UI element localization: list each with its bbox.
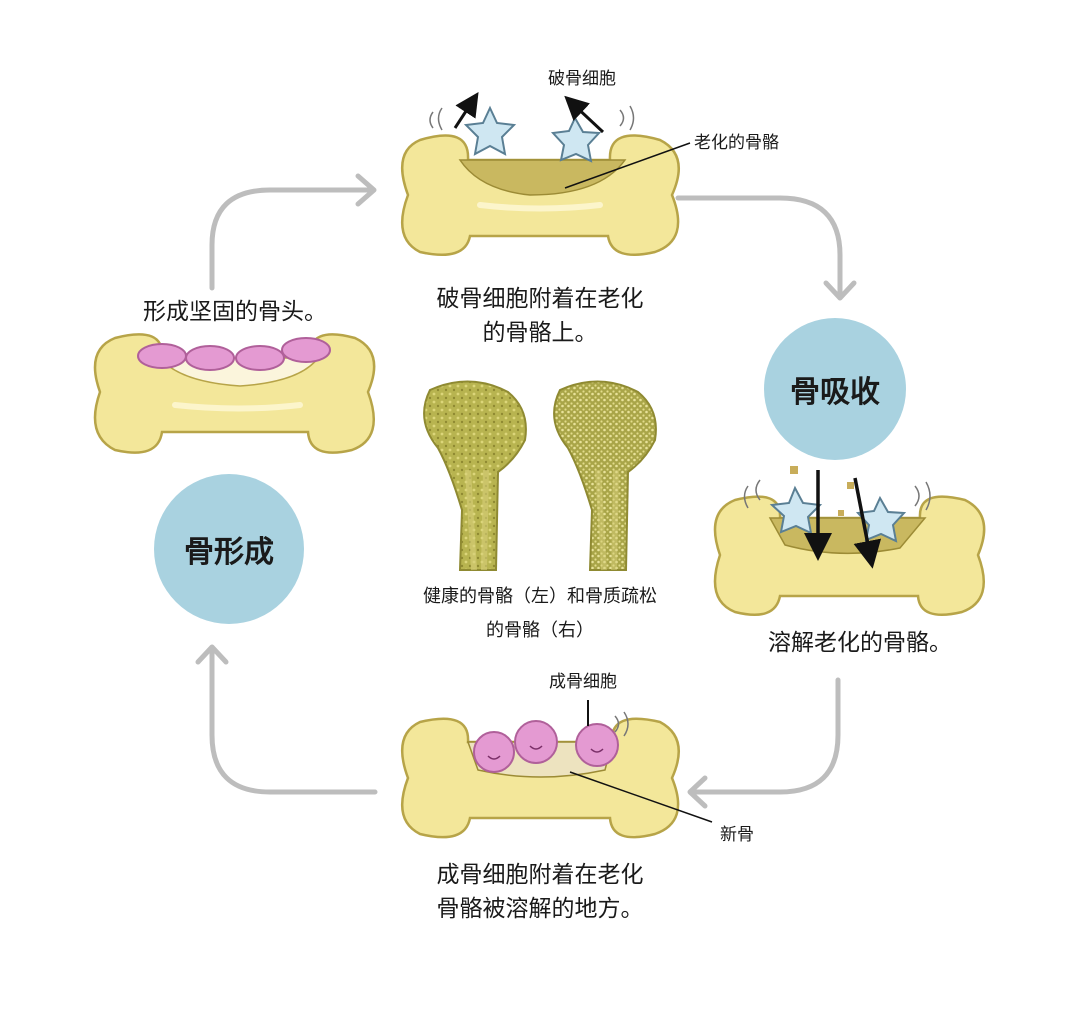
bone-left <box>93 333 376 454</box>
bone-formation-circle: 骨形成 <box>154 474 304 624</box>
step-dissolve-caption: 溶解老化的骨骼。 <box>768 630 952 656</box>
new-bone-label: 新骨 <box>720 825 754 845</box>
caption-line: 的骨骼（右） <box>486 620 594 641</box>
bone-right <box>713 466 986 616</box>
curved-arrow-icon <box>689 677 841 795</box>
caption-line: 破骨细胞附着在老化 <box>436 286 644 312</box>
round-cell-icon <box>137 337 331 371</box>
curved-arrow-icon <box>209 187 375 291</box>
cycle-arrows <box>195 173 857 809</box>
step-strong-bone-caption: 形成坚固的骨头。 <box>143 299 327 325</box>
bone-bottom <box>400 700 713 839</box>
old-bone-label: 老化的骨骼 <box>694 133 779 153</box>
bone-formation-label: 骨形成 <box>184 535 274 570</box>
bone-top <box>400 91 691 256</box>
curved-arrow-icon <box>675 195 843 298</box>
osteoblast-label: 成骨细胞 <box>549 672 617 692</box>
curved-arrow-icon <box>209 647 378 795</box>
femur-comparison-caption: 健康的骨骼（左）和骨质疏松 的骨骼（右） <box>380 580 700 648</box>
osteoclast-label: 破骨细胞 <box>548 69 616 89</box>
step-osteoblast-caption: 成骨细胞附着在老化 骨骼被溶解的地方。 <box>395 858 685 926</box>
bone-resorption-label: 骨吸收 <box>790 375 880 410</box>
femur-osteoporotic <box>553 380 657 571</box>
bone-resorption-circle: 骨吸收 <box>764 318 906 460</box>
caption-line: 成骨细胞附着在老化 <box>436 862 644 888</box>
femur-healthy <box>423 380 527 571</box>
caption-line: 的骨骼上。 <box>482 320 598 346</box>
step-osteoclast-caption: 破骨细胞附着在老化 的骨骼上。 <box>395 282 685 350</box>
caption-line: 健康的骨骼（左）和骨质疏松 <box>423 586 657 607</box>
round-cell-icon <box>473 720 619 773</box>
caption-line: 骨骼被溶解的地方。 <box>436 896 644 922</box>
star-cell-icon <box>463 105 602 163</box>
